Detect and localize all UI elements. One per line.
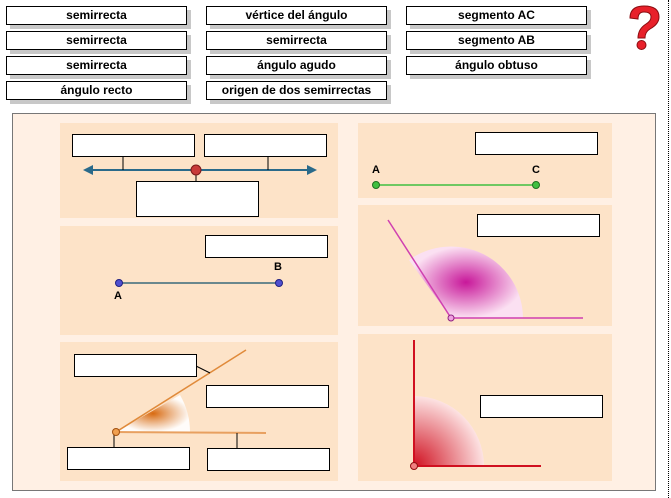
drop-target[interactable] bbox=[480, 395, 603, 418]
label-card[interactable]: segmento AC bbox=[406, 6, 587, 25]
drop-target[interactable] bbox=[206, 385, 329, 408]
drop-target[interactable] bbox=[207, 448, 330, 471]
drop-target[interactable] bbox=[136, 181, 259, 217]
label-card[interactable]: vértice del ángulo bbox=[206, 6, 387, 25]
label-card[interactable]: semirrecta bbox=[6, 31, 187, 50]
drop-target[interactable] bbox=[72, 134, 195, 157]
drop-target[interactable] bbox=[74, 354, 197, 377]
label-card[interactable]: ángulo agudo bbox=[206, 56, 387, 75]
label-card[interactable]: ángulo recto bbox=[6, 81, 187, 100]
page-edge bbox=[668, 0, 669, 498]
label-card[interactable]: semirrecta bbox=[6, 6, 187, 25]
drop-target[interactable] bbox=[477, 214, 600, 237]
drop-target[interactable] bbox=[67, 447, 190, 470]
label-card[interactable]: origen de dos semirrectas bbox=[206, 81, 387, 100]
drop-target[interactable] bbox=[475, 132, 598, 155]
label-card[interactable]: semirrecta bbox=[206, 31, 387, 50]
question-mark-icon[interactable] bbox=[622, 2, 666, 52]
drop-target[interactable] bbox=[205, 235, 328, 258]
drop-target[interactable] bbox=[204, 134, 327, 157]
point-label-a: A bbox=[114, 290, 122, 302]
point-label-a: A bbox=[372, 164, 380, 176]
point-label-c: C bbox=[532, 164, 540, 176]
point-label-b: B bbox=[274, 261, 282, 273]
label-card[interactable]: semirrecta bbox=[6, 56, 187, 75]
label-card[interactable]: segmento AB bbox=[406, 31, 587, 50]
label-card[interactable]: ángulo obtuso bbox=[406, 56, 587, 75]
